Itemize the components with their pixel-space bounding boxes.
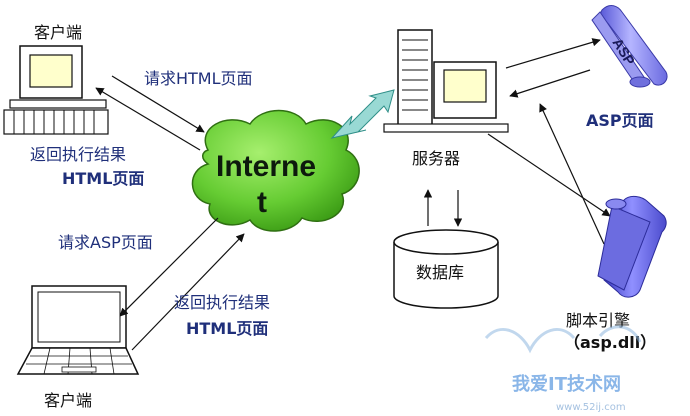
watermark-logo: 我爱IT技术网 www.52ij.com [484, 325, 642, 413]
asp-page-label: ASP页面 [586, 111, 654, 130]
engine-label-line1: 脚本引擎 [566, 311, 630, 330]
edge-return-bottom-line1: 返回执行结果 [174, 293, 270, 312]
internet-label-line2: t [257, 186, 267, 219]
engine-label-line2: （asp.dll） [564, 333, 656, 352]
client-bottom-label: 客户端 [44, 391, 92, 410]
server-label: 服务器 [412, 149, 460, 168]
internet-cloud-icon [191, 109, 360, 232]
asp-page-scroll-icon [591, 5, 668, 88]
edge-return-top-line1: 返回执行结果 [30, 145, 126, 164]
internet-label-line1: Interne [216, 150, 316, 183]
client-bottom-laptop-icon [16, 285, 140, 375]
arrow-request-asp [119, 217, 219, 317]
arrow-engine-to-server [539, 103, 605, 245]
arrow-server-to-asp [505, 38, 601, 69]
arrow-return-html-top [95, 87, 201, 151]
database-icon [393, 229, 499, 309]
edge-return-bottom-line2: HTML页面 [186, 319, 268, 338]
script-engine-scroll-icon [597, 195, 667, 298]
database-label: 数据库 [416, 263, 464, 282]
double-arrow-internet-server [330, 89, 395, 139]
watermark-main-text: 我爱IT技术网 [512, 373, 621, 395]
edge-return-top-line2: HTML页面 [62, 169, 144, 188]
watermark-url-text: www.52ij.com [556, 402, 626, 413]
arrow-return-html-bottom [131, 233, 245, 351]
arrow-request-html [111, 75, 205, 133]
arrow-server-to-engine [487, 133, 611, 217]
edge-request-asp-label: 请求ASP页面 [58, 233, 153, 252]
edge-request-html-label: 请求HTML页面 [144, 69, 253, 88]
arrow-asp-to-server [509, 69, 591, 98]
client-top-label: 客户端 [34, 23, 82, 42]
client-top-computer-icon [3, 45, 109, 135]
server-icon [383, 29, 509, 133]
